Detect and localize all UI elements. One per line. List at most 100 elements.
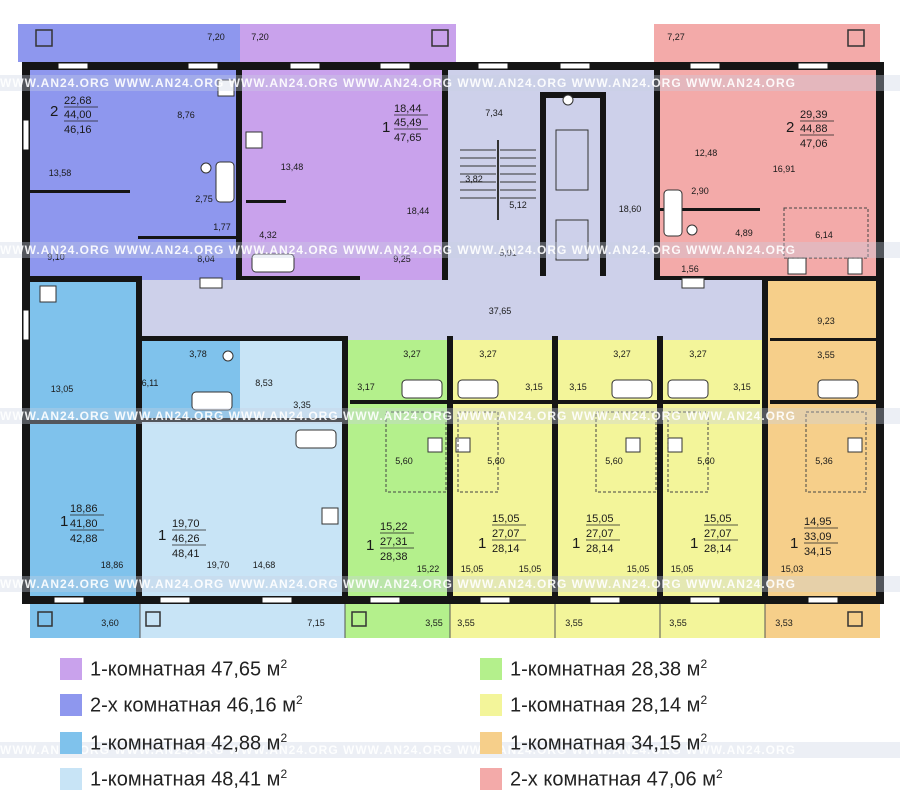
apartment-living-area: 18,86 [70,503,98,515]
legend-swatch [60,768,82,790]
walls [22,62,884,604]
room-area-label: 3,78 [189,349,207,359]
apartment-rooms: 1 [572,535,580,552]
legend-item: 2-х комнатная 46,16 м2 [60,690,303,720]
room-area-label: 15,05 [627,564,650,574]
legend-label: 1-комнатная 28,14 м2 [510,692,708,717]
watermark-band: WWW.AN24.ORG WWW.AN24.ORG WWW.AN24.ORG W… [0,576,900,592]
legend: 1-комнатная 47,65 м2 2-х комнатная 46,16… [0,648,900,804]
room-area-label: 5,36 [815,456,833,466]
balcony-area-label: 7,15 [307,618,325,628]
apartment-rooms: 1 [158,527,166,544]
apartment-gross-area: 46,16 [64,124,92,136]
room-area-label: 15,22 [417,564,440,574]
room-area-label: 3,27 [479,349,497,359]
legend-label: 2-х комнатная 46,16 м2 [90,692,303,717]
apartment-total-area: 45,49 [394,117,422,129]
legend-item: 1-комнатная 28,14 м2 [480,690,707,720]
room-area-label: 15,05 [671,564,694,574]
legend-swatch [480,658,502,680]
room-area-label: 3,27 [403,349,421,359]
apartment-rooms: 1 [690,535,698,552]
balcony-top-right [654,24,880,62]
apartment-rooms: 2 [50,103,58,120]
room-area-label: 15,05 [519,564,542,574]
room-area-label: 13,05 [51,384,74,394]
legend-swatch [480,732,502,754]
room-area-label: 3,15 [733,382,751,392]
room-area-label: 5,60 [605,456,623,466]
room-area-label: 5,91 [499,248,517,258]
apartment-living-area: 15,22 [380,521,408,533]
room-area-label: 5,60 [697,456,715,466]
apartment-rooms: 1 [382,119,390,136]
room-area-label: 7,34 [485,108,503,118]
room-area-label: 15,03 [781,564,804,574]
apartment-living-area: 29,39 [800,109,828,121]
room-area-label: 3,15 [569,382,587,392]
legend-label: 1-комнатная 47,65 м2 [90,656,288,681]
watermark-band: WWW.AN24.ORG WWW.AN24.ORG WWW.AN24.ORG W… [0,408,900,424]
apartment-rooms: 2 [786,119,794,136]
room-area-label: 18,60 [619,204,642,214]
room-area-label: 6,11 [142,378,159,388]
apartment-living-area: 15,05 [586,513,614,525]
legend-swatch [60,694,82,716]
apartment-living-area: 18,44 [394,103,422,115]
legend-item: 1-комнатная 42,88 м2 [60,728,287,758]
legend-swatch [60,732,82,754]
legend-item: 1-комнатная 28,38 м2 [480,654,707,684]
apartment-total-area: 33,09 [804,531,832,543]
room-area-label: 8,76 [177,110,195,120]
apartment-gross-area: 47,06 [800,138,828,150]
balcony-area-label: 3,55 [425,618,443,628]
apartment-total-area: 41,80 [70,518,98,530]
room-area-label: 14,68 [253,560,276,570]
apartment-total-area: 46,26 [172,533,200,545]
balcony-area-label: 3,55 [669,618,687,628]
legend-swatch [480,694,502,716]
balconies-bottom [30,604,880,638]
apartment-gross-area: 47,65 [394,132,422,144]
apartment-living-area: 15,05 [704,513,732,525]
legend-item: 2-х комнатная 47,06 м2 [480,764,723,794]
balcony-area-label: 3,53 [775,618,793,628]
balcony-area-label: 3,55 [565,618,583,628]
room-area-label: 37,65 [489,306,512,316]
legend-item: 1-комнатная 48,41 м2 [60,764,287,794]
apartment-rooms: 1 [60,513,68,530]
room-area-label: 6,14 [815,230,833,240]
apartment-gross-area: 28,14 [704,543,732,555]
apartment-total-area: 27,07 [586,528,614,540]
floor-plan: 7,20 7,20 7,27 3,60 7,15 3,55 3,55 3,55 … [18,24,884,638]
room-area-label: 3,35 [293,400,311,410]
room-area-label: 9,23 [817,316,835,326]
apartment-living-area: 15,05 [492,513,520,525]
room-area-label: 19,70 [207,560,230,570]
room-area-label: 13,58 [49,168,72,178]
room-area-label: 3,82 [465,174,483,184]
room-area-label: 5,60 [487,456,505,466]
windows [22,62,839,604]
room-area-label: 2,90 [691,186,709,196]
room-area-label: 18,44 [407,206,430,216]
apartment-gross-area: 48,41 [172,548,200,560]
legend-label: 1-комнатная 28,38 м2 [510,656,708,681]
balconies-top [18,24,880,62]
balcony-top-left [18,24,240,62]
room-area-label: 8,04 [197,254,215,264]
apartment-gross-area: 34,15 [804,546,832,558]
legend-item: 1-комнатная 47,65 м2 [60,654,287,684]
room-area-label: 1,56 [681,264,699,274]
apartment-fills [30,68,880,596]
balcony-top-mid [240,24,456,62]
apartment-rooms: 1 [366,537,374,554]
room-area-label: 5,12 [509,200,527,210]
room-area-label: 3,27 [689,349,707,359]
balcony-area-label: 7,20 [207,32,225,42]
legend-label: 1-комнатная 48,41 м2 [90,766,288,791]
apartment-total-area: 44,88 [800,123,828,135]
room-area-label: 16,91 [773,164,796,174]
room-area-label: 4,89 [735,228,753,238]
room-area-label: 4,32 [259,230,277,240]
